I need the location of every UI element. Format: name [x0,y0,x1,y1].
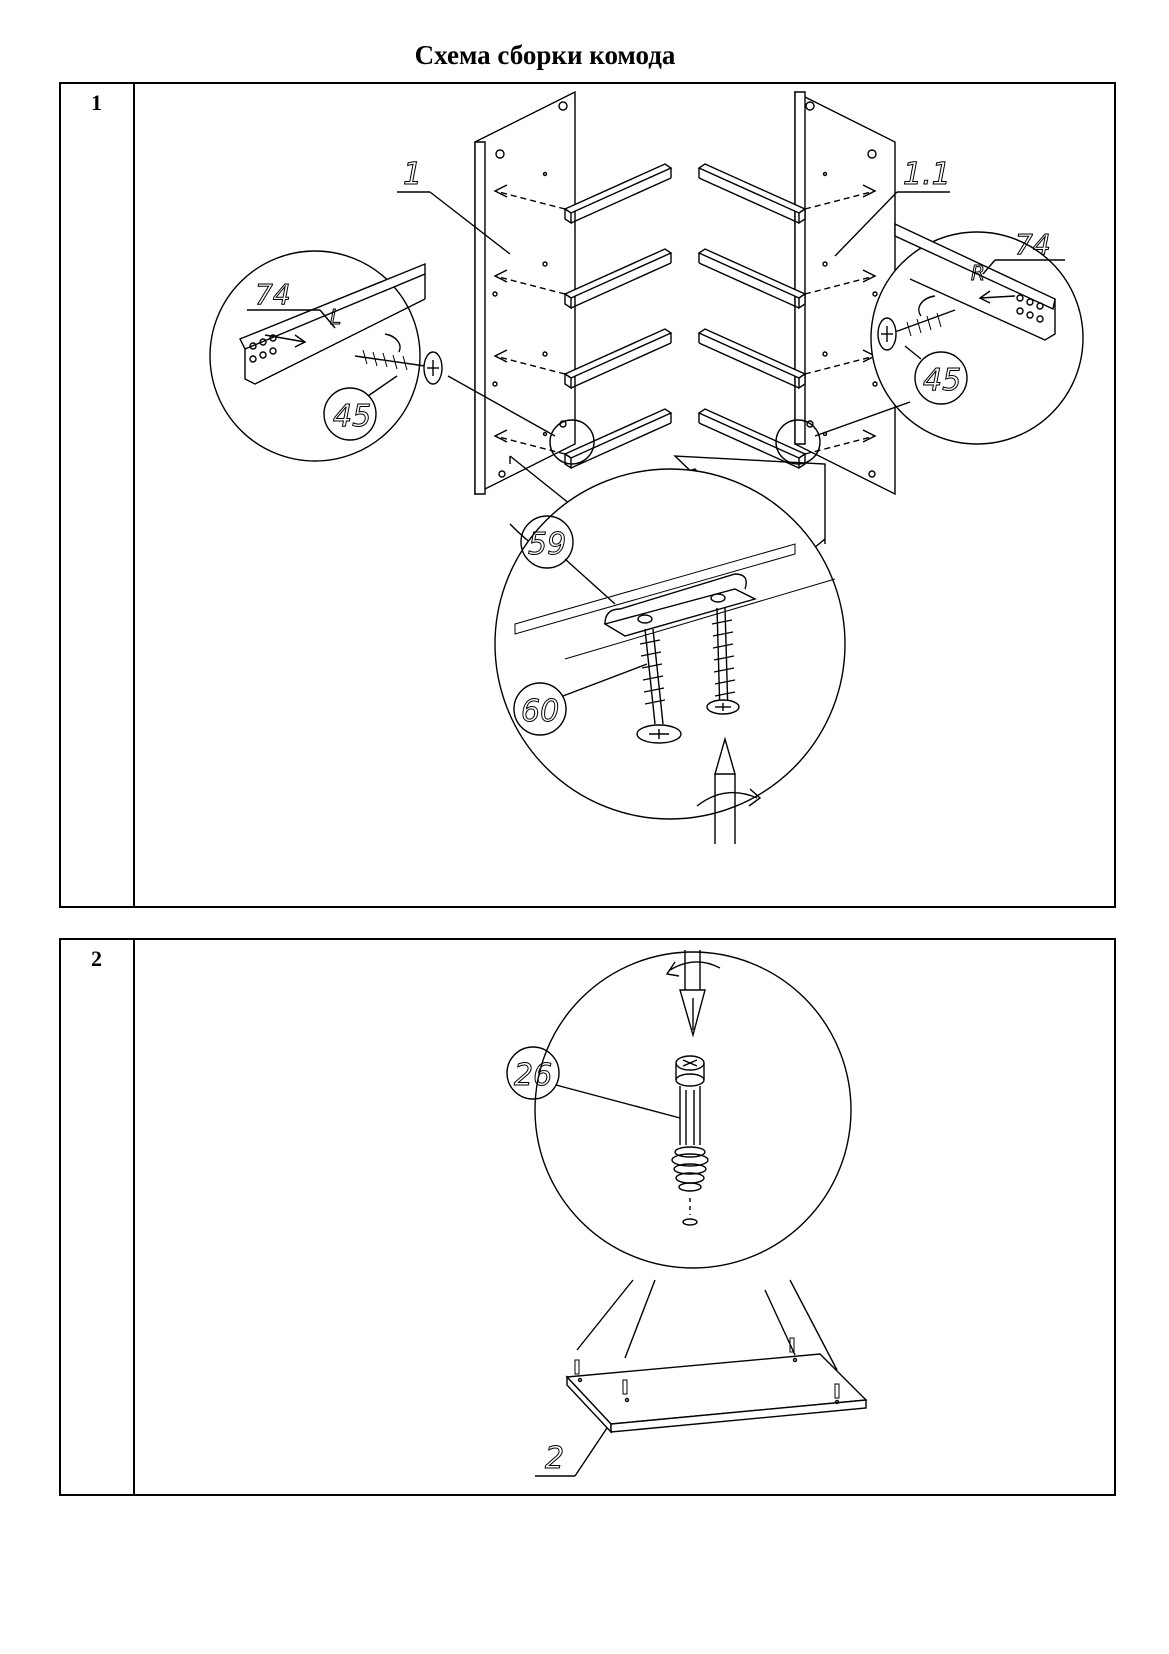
callout-60: 60 [521,694,559,729]
right-detail-marker [775,419,821,465]
callout-74-right: 74 [1015,228,1051,261]
step-2-diagram: 26 2 [135,940,1114,1494]
left-rail-zoom: 45 74 L [209,250,556,462]
callout-bottom-panel: 2 [545,1441,564,1476]
right-drawer-rails [697,163,877,470]
screwdriver-icon [665,950,721,1038]
rail-left-mark: L [330,305,341,329]
step-2-table: 2 [59,938,1116,1496]
step-1-table: 1 [59,82,1116,908]
step-number-cell: 2 [61,940,135,1494]
right-rail-zoom: 45 74 R [814,222,1084,445]
left-side-panel [474,90,576,496]
glide-zoom: 59 60 [494,455,846,844]
right-side-panel [794,90,896,496]
step-1-diagram: 45 74 L [135,84,1114,906]
callout-26: 26 [514,1058,552,1093]
left-drawer-rails [493,163,673,470]
callout-side-left: 1 [403,157,422,192]
callout-45-left: 45 [333,399,371,434]
callout-45-right: 45 [923,363,961,398]
step-number: 2 [91,946,102,971]
callout-59: 59 [528,527,566,562]
confirmat-bolt [671,1055,709,1226]
step-number: 1 [91,90,102,115]
step-number-cell: 1 [61,84,135,906]
screwdriver-icon [696,736,762,844]
bolt-zoom [534,951,852,1269]
left-detail-marker [549,419,595,465]
callout-74-left: 74 [255,278,291,311]
callout-side-right: 1.1 [903,157,951,192]
document-title: Схема сборки комода [414,40,676,70]
rail-right-mark: R [971,261,985,285]
bottom-panel [565,1337,868,1434]
